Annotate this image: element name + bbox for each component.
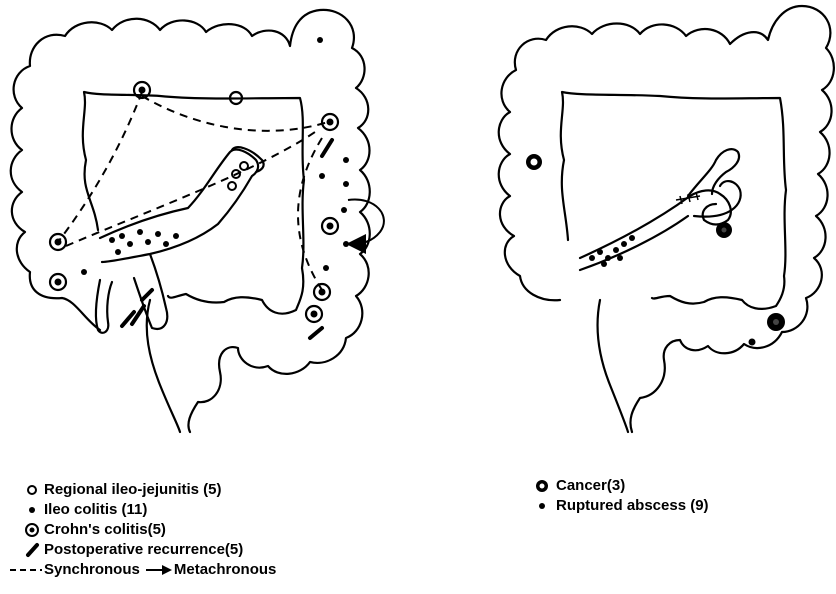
right-colon-diagram (499, 6, 834, 432)
legend-item-postoperative-recurrence: Postoperative recurrence(5) (10, 540, 276, 560)
postoperative-recurrence-marker (310, 328, 322, 338)
legend-item-cancer: Cancer(3) (522, 476, 709, 496)
right-small-bowel-loop-outer (694, 181, 741, 217)
regional-ileo-jejunitis-marker (240, 162, 248, 170)
ruptured-abscess-marker (749, 339, 756, 346)
slash-mark-icon (10, 542, 44, 558)
sync-line-1 (58, 92, 142, 242)
metachronous-arrow-icon (140, 562, 174, 578)
cancer-marker (716, 222, 732, 238)
right-small-bowel (580, 190, 731, 258)
legend-item-ruptured-abscess: Ruptured abscess (9) (522, 496, 709, 516)
synchronous-label: Synchronous (44, 560, 140, 580)
dashed-line-icon (10, 562, 44, 578)
right-small-bowel-lower (580, 216, 688, 270)
legend-item-line-types: Synchronous Metachronous (10, 560, 276, 580)
cancer-marker (526, 154, 542, 170)
crohns-colitis-marker (322, 218, 338, 234)
right-colon-inner-outline (561, 92, 786, 309)
double-circle-icon (10, 522, 44, 538)
ileo-colitis-cluster (109, 229, 179, 255)
legend-label: Ruptured abscess (9) (556, 496, 709, 516)
crohns-colitis-marker (322, 114, 338, 130)
left-colon-rectum-outer (147, 300, 180, 432)
dot-icon (10, 502, 44, 518)
right-colon-rectum-outer (598, 300, 628, 432)
open-circle-icon (10, 482, 44, 498)
legend-label: Cancer(3) (556, 476, 625, 496)
ileo-colitis-marker (317, 37, 323, 43)
postoperative-recurrence-marker (142, 290, 152, 300)
metachronous-label: Metachronous (174, 560, 277, 580)
right-legend: Cancer(3) Ruptured abscess (9) (522, 476, 709, 516)
ileo-colitis-marker (81, 269, 87, 275)
ileo-colitis-marker (343, 181, 349, 187)
crohns-colitis-marker (50, 274, 66, 290)
dot-icon (522, 498, 556, 514)
cancer-icon (522, 478, 556, 494)
left-synchronous-lines (58, 92, 328, 290)
postoperative-recurrence-marker (322, 140, 332, 156)
legend-label: Postoperative recurrence(5) (44, 540, 243, 560)
left-appendix (96, 280, 112, 333)
left-small-bowel-upper (100, 150, 258, 262)
sync-line-3 (66, 130, 318, 246)
legend-label: Crohn's colitis(5) (44, 520, 166, 540)
left-legend: Regional ileo-jejunitis (5) Ileo colitis… (10, 480, 276, 580)
ileo-colitis-marker (323, 265, 329, 271)
ileo-colitis-marker (343, 241, 349, 247)
crohns-colitis-marker (50, 234, 66, 250)
left-colon-outer-outline (11, 10, 370, 432)
legend-label: Ileo colitis (11) (44, 500, 147, 520)
ileo-colitis-marker (319, 173, 325, 179)
cancer-marker (767, 313, 785, 331)
legend-item-regional-ileo-jejunitis: Regional ileo-jejunitis (5) (10, 480, 276, 500)
crohns-colitis-marker (314, 284, 330, 300)
right-markers (526, 154, 785, 346)
ileo-colitis-marker (341, 207, 347, 213)
right-small-bowel-loop (688, 149, 739, 196)
ileo-colitis-marker (343, 157, 349, 163)
crohns-colitis-marker (306, 306, 322, 322)
legend-label: Regional ileo-jejunitis (5) (44, 480, 222, 500)
left-colon-diagram (11, 10, 370, 432)
legend-item-crohns-colitis: Crohn's colitis(5) (10, 520, 276, 540)
regional-ileo-jejunitis-marker (228, 182, 236, 190)
legend-item-ileo-colitis: Ileo colitis (11) (10, 500, 276, 520)
